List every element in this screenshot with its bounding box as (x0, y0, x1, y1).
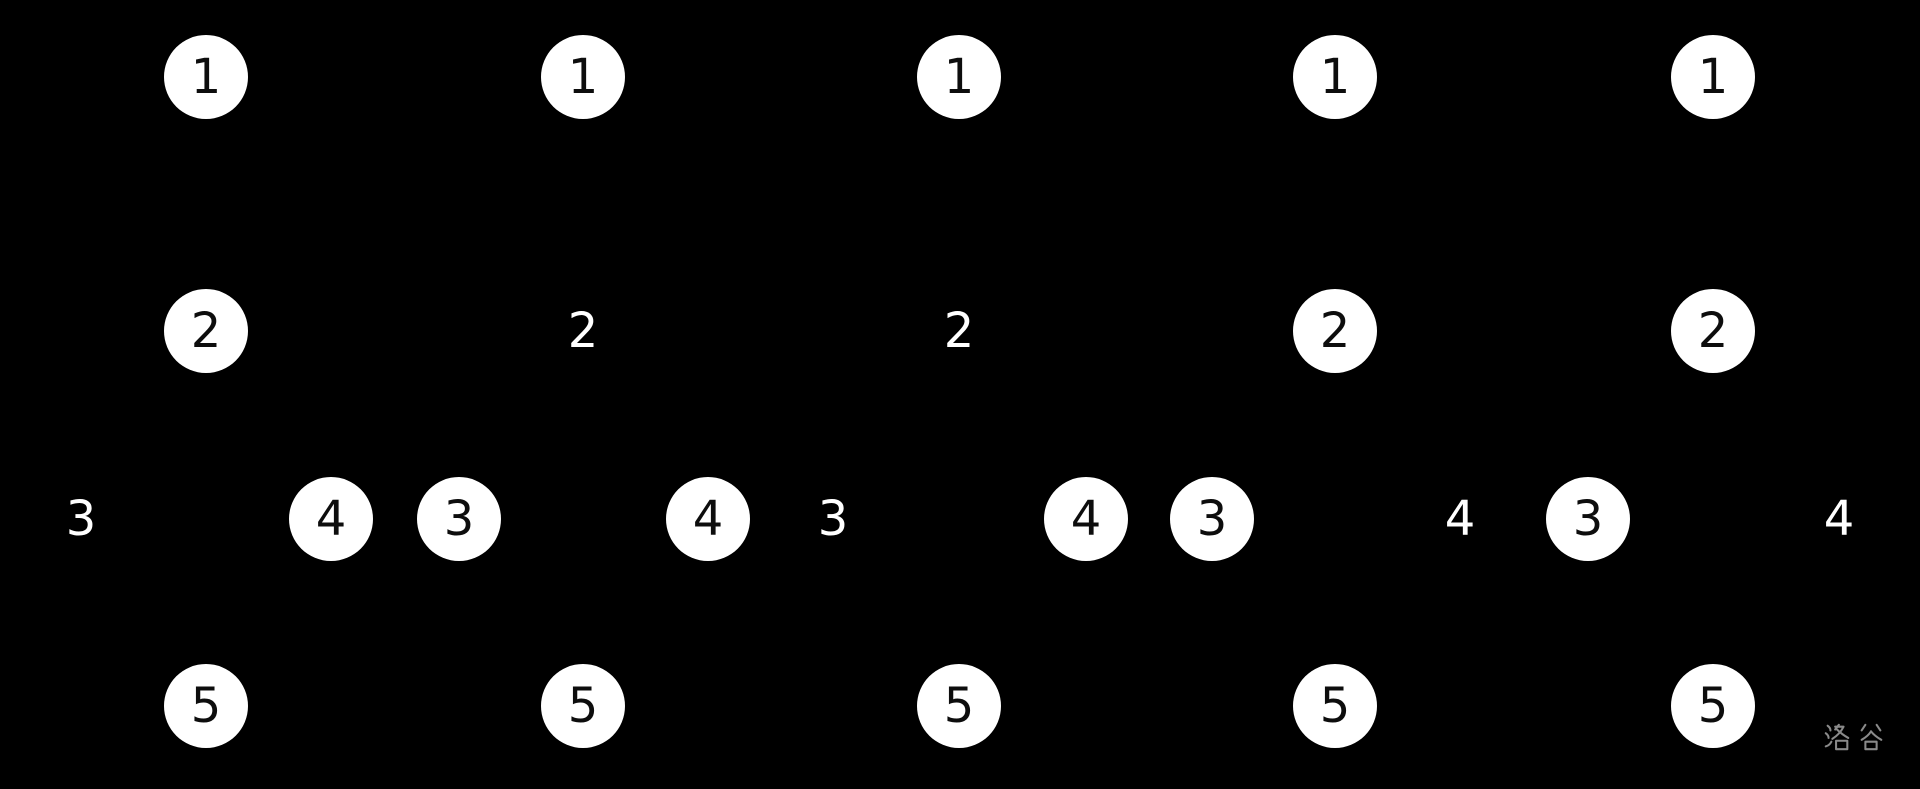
luogu-watermark-icon-luo (1824, 723, 1850, 751)
tree-4-node-5-circle: 5 (1293, 664, 1377, 748)
node-label: 3 (1572, 491, 1604, 547)
node-label: 3 (1196, 491, 1228, 547)
tree-3-node-5-circle: 5 (917, 664, 1001, 748)
luogu-watermark: 洛谷 (1822, 720, 1890, 754)
tree-4-node-1-circle: 1 (1293, 35, 1377, 119)
node-label: 4 (1823, 491, 1855, 547)
tree-4-node-3-circle: 3 (1170, 477, 1254, 561)
node-label: 3 (65, 491, 97, 547)
node-label: 2 (567, 303, 599, 359)
node-label: 5 (190, 678, 222, 734)
tree-3-node-4-circle: 4 (1044, 477, 1128, 561)
tree-3-node-3-plain: 3 (791, 477, 875, 561)
tree-2-node-2-plain: 2 (541, 289, 625, 373)
tree-5-node-4-plain: 4 (1797, 477, 1881, 561)
node-label: 4 (692, 491, 724, 547)
tree-2-node-3-circle: 3 (417, 477, 501, 561)
luogu-watermark-icon-gu (1860, 723, 1883, 751)
tree-2-node-4-circle: 4 (666, 477, 750, 561)
tree-5-node-3-circle: 3 (1546, 477, 1630, 561)
tree-1-node-2-circle: 2 (164, 289, 248, 373)
node-label: 3 (443, 491, 475, 547)
tree-1-node-4-circle: 4 (289, 477, 373, 561)
node-label: 4 (1444, 491, 1476, 547)
node-label: 1 (190, 49, 222, 105)
node-label: 2 (1319, 303, 1351, 359)
tree-5-node-1-circle: 1 (1671, 35, 1755, 119)
node-label: 4 (1070, 491, 1102, 547)
tree-3-node-1-circle: 1 (917, 35, 1001, 119)
node-label: 5 (1319, 678, 1351, 734)
node-label: 5 (1697, 678, 1729, 734)
node-label: 5 (943, 678, 975, 734)
node-label: 2 (1697, 303, 1729, 359)
tree-1-node-1-circle: 1 (164, 35, 248, 119)
tree-1-node-3-plain: 3 (39, 477, 123, 561)
node-label: 2 (943, 303, 975, 359)
tree-5-node-2-circle: 2 (1671, 289, 1755, 373)
tree-4-node-2-circle: 2 (1293, 289, 1377, 373)
node-label: 2 (190, 303, 222, 359)
luogu-watermark-text: 洛谷 (1822, 720, 1882, 764)
tree-1-node-5-circle: 5 (164, 664, 248, 748)
node-label: 1 (943, 49, 975, 105)
tree-2-node-1-circle: 1 (541, 35, 625, 119)
tree-5-node-5-circle: 5 (1671, 664, 1755, 748)
node-label: 5 (567, 678, 599, 734)
node-label: 1 (1697, 49, 1729, 105)
node-label: 1 (567, 49, 599, 105)
node-label: 1 (1319, 49, 1351, 105)
node-label: 4 (315, 491, 347, 547)
tree-4-node-4-plain: 4 (1418, 477, 1502, 561)
tree-3-node-2-plain: 2 (917, 289, 1001, 373)
tree-2-node-5-circle: 5 (541, 664, 625, 748)
node-label: 3 (817, 491, 849, 547)
